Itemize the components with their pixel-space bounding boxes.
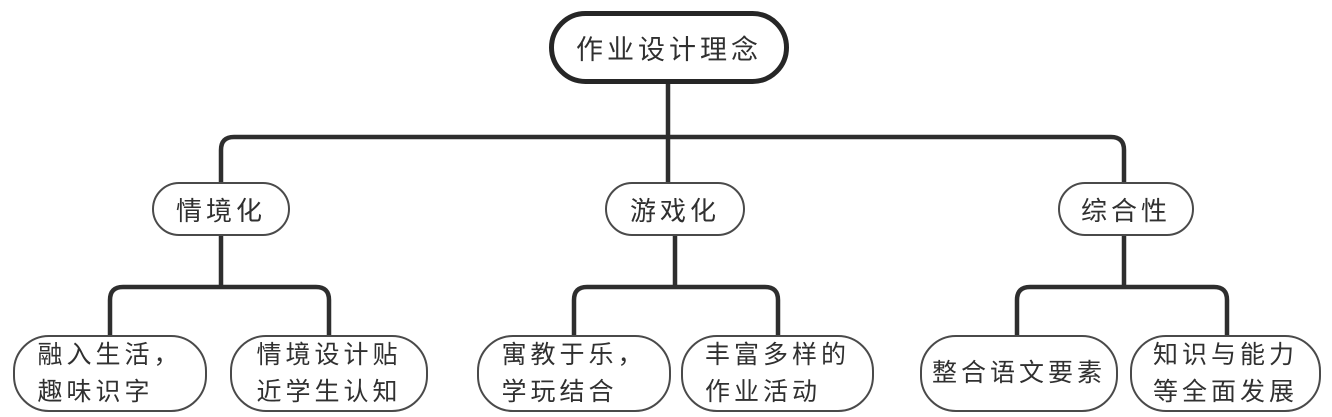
node-branch-comprehensiveness: 综合性 xyxy=(1058,182,1194,236)
node-leaf-label: 丰富多样的 作业活动 xyxy=(704,340,850,406)
node-leaf-label: 整合语文要素 xyxy=(931,358,1106,388)
node-branch-label: 情境化 xyxy=(175,196,266,227)
node-leaf: 寓教于乐， 学玩结合 xyxy=(477,335,671,412)
connector-branch1-bracket xyxy=(107,284,332,336)
node-leaf: 整合语文要素 xyxy=(920,335,1118,412)
node-branch-contextualization: 情境化 xyxy=(152,182,290,236)
node-branch-label: 综合性 xyxy=(1080,196,1171,227)
node-leaf: 知识与能力 等全面发展 xyxy=(1130,335,1321,412)
node-root-label: 作业设计理念 xyxy=(576,35,762,66)
node-leaf-label: 情境设计贴 近学生认知 xyxy=(256,340,402,406)
connector-branch2-bracket xyxy=(571,284,781,336)
node-leaf-label: 融入生活， 趣味识字 xyxy=(37,340,183,406)
node-leaf: 融入生活， 趣味识字 xyxy=(13,335,207,412)
node-root: 作业设计理念 xyxy=(549,11,789,84)
connector-level1-bracket xyxy=(218,134,1127,183)
node-leaf: 丰富多样的 作业活动 xyxy=(681,335,874,412)
connector-branch3-bracket xyxy=(1014,284,1230,336)
node-branch-gamification: 游戏化 xyxy=(605,182,745,236)
node-leaf-label: 知识与能力 等全面发展 xyxy=(1152,340,1298,406)
node-branch-label: 游戏化 xyxy=(629,196,720,227)
node-leaf: 情境设计贴 近学生认知 xyxy=(230,335,428,412)
node-leaf-label: 寓教于乐， 学玩结合 xyxy=(501,340,647,406)
